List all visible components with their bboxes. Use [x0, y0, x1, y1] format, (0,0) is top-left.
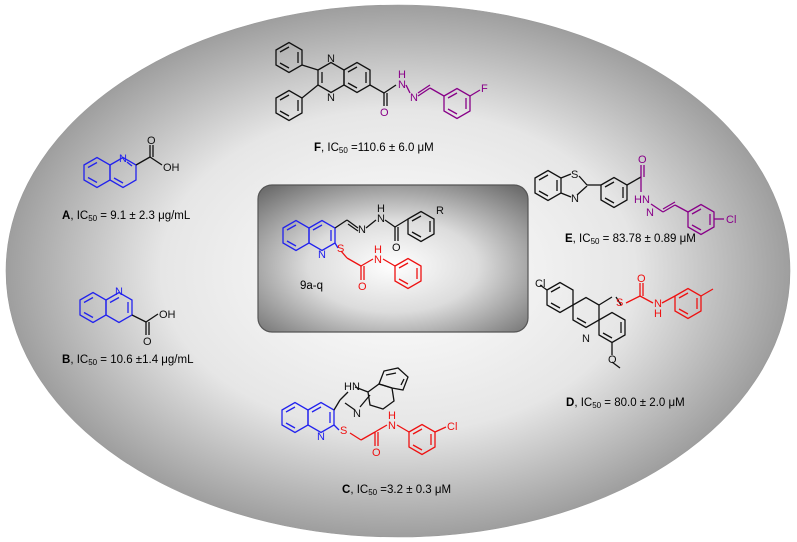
- atom-label: N: [377, 213, 385, 225]
- atom-label: N: [318, 249, 326, 261]
- atom-label: O: [380, 107, 389, 119]
- atom-label: O: [372, 447, 381, 459]
- atom-label: N: [358, 224, 366, 236]
- atom-label: H: [374, 244, 382, 256]
- structure-c: N HN N S O N H Cl: [281, 367, 457, 459]
- atom-label: O: [147, 135, 156, 147]
- center-label: 9a-q: [300, 280, 323, 292]
- atom-label: H: [654, 308, 662, 320]
- atom-label: N: [571, 193, 579, 205]
- atom-label: O: [637, 273, 646, 285]
- atom-label: N: [646, 207, 654, 219]
- structure-e: S N O HN N Cl: [534, 154, 736, 236]
- center-box: [257, 184, 529, 333]
- atom-label: OH: [159, 309, 176, 321]
- atom-label: O: [143, 336, 152, 348]
- caption-e: E, IC50 = 83.78 ± 0.89 μM: [565, 233, 696, 246]
- atom-label: S: [616, 297, 623, 309]
- caption-b: B, IC50 = 10.6 ±1.4 μg/mL: [62, 354, 194, 367]
- caption-d: D, IC50 = 80.0 ± 2.0 μM: [566, 397, 685, 410]
- atom-label: N: [410, 92, 418, 104]
- structure-d: Cl N S O N H O: [535, 273, 714, 369]
- atom-label: H: [377, 203, 385, 215]
- atom-label: N: [353, 408, 361, 420]
- atom-label: HN: [634, 194, 650, 206]
- atom-label: OH: [163, 162, 180, 174]
- atom-label: Cl: [447, 421, 457, 433]
- atom-label: H: [388, 410, 396, 422]
- caption-a: A, IC50 = 9.1 ± 2.3 μg/mL: [62, 210, 191, 223]
- atom-label: Cl: [726, 214, 736, 226]
- atom-label: F: [481, 83, 488, 95]
- caption-c: C, IC50 =3.2 ± 0.3 μM: [342, 484, 452, 497]
- atom-label: N: [388, 420, 396, 432]
- atom-label: Cl: [535, 278, 545, 290]
- atom-label: N: [398, 79, 406, 91]
- atom-label: S: [337, 243, 344, 255]
- atom-label: N: [327, 53, 335, 65]
- atom-label: O: [608, 354, 617, 366]
- atom-label: N: [654, 298, 662, 310]
- atom-label: R: [436, 205, 444, 217]
- atom-label: O: [358, 281, 367, 293]
- atom-label: O: [638, 154, 647, 166]
- structure-9a-q: N S N N H O O N H R 9a-q: [282, 203, 444, 293]
- structure-b: N O OH: [79, 286, 176, 348]
- atom-label: S: [340, 425, 347, 437]
- atom-label: N: [327, 92, 335, 104]
- atom-label: O: [392, 242, 401, 254]
- atom-label: N: [317, 431, 325, 443]
- atom-label: N: [115, 286, 123, 298]
- structure-f: N N O N H N F: [275, 41, 488, 122]
- atom-label: H: [398, 69, 406, 81]
- atom-label: N: [119, 153, 127, 165]
- atom-label: N: [374, 254, 382, 266]
- caption-f: F, IC50 =110.6 ± 6.0 μM: [314, 142, 434, 155]
- atom-label: N: [582, 333, 590, 345]
- atom-label: HN: [344, 381, 360, 393]
- structure-a: N O OH: [83, 135, 180, 189]
- atom-label: S: [571, 169, 578, 181]
